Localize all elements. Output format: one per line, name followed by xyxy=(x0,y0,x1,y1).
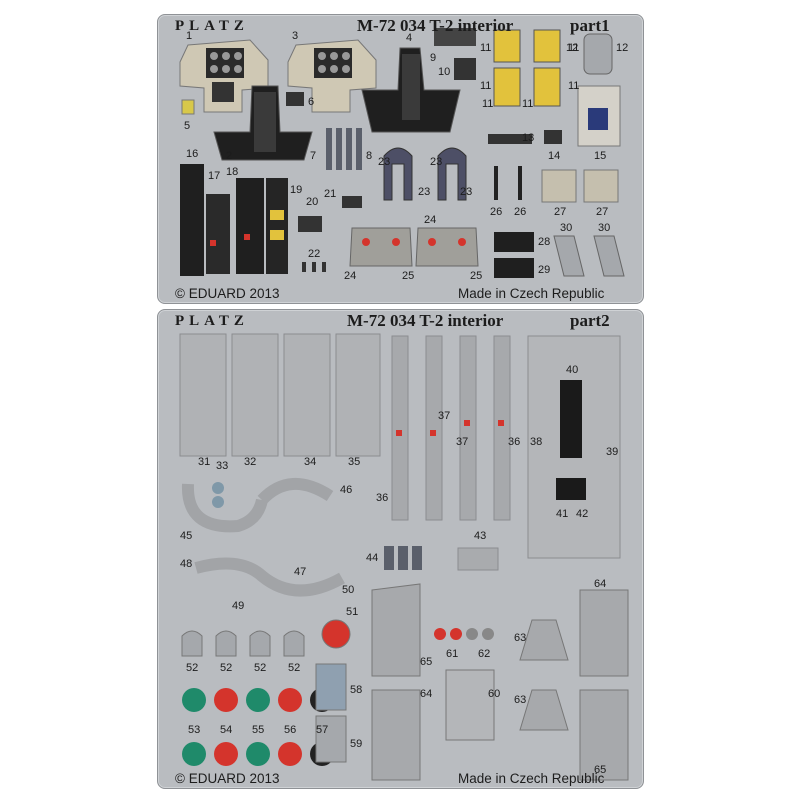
part-number: 23 xyxy=(418,186,431,198)
part-number: 25 xyxy=(470,270,483,282)
part-number: 45 xyxy=(180,530,193,542)
part-number: 58 xyxy=(350,684,363,696)
copyright-part2: © EDUARD 2013 xyxy=(175,771,280,786)
part-number: 55 xyxy=(252,724,265,736)
part-number: 17 xyxy=(208,170,221,182)
part-number: 52 xyxy=(254,662,267,674)
part-number: 28 xyxy=(538,236,551,248)
part-number: 30 xyxy=(598,222,611,234)
part-number: 26 xyxy=(490,206,503,218)
part-number: 11 xyxy=(522,98,534,110)
part-number: 62 xyxy=(478,648,491,660)
part-number: 39 xyxy=(606,446,619,458)
brand-part2: PLATZ xyxy=(175,313,249,329)
part-number: 23 xyxy=(460,186,473,198)
part-number: 60 xyxy=(488,688,501,700)
part-number: 64 xyxy=(420,688,433,700)
part-number: 12 xyxy=(616,42,629,54)
part-number: 9 xyxy=(430,52,437,64)
part-number: 43 xyxy=(474,530,487,542)
part-number: 15 xyxy=(594,150,607,162)
part-number: 20 xyxy=(306,196,319,208)
title-part2: M-72 034 T-2 interior xyxy=(347,311,504,330)
part-number: 24 xyxy=(344,270,357,282)
part-number: 61 xyxy=(446,648,459,660)
part-number: 14 xyxy=(548,150,561,162)
part-number: 6 xyxy=(308,96,315,108)
part-number: 51 xyxy=(346,606,359,618)
part-number: 42 xyxy=(576,508,589,520)
part-number: 27 xyxy=(596,206,609,218)
part-number: 36 xyxy=(376,492,389,504)
part-number: 2 xyxy=(226,150,233,162)
part-number: 25 xyxy=(402,270,415,282)
part-number: 11 xyxy=(482,98,494,110)
part-number: 23 xyxy=(378,156,391,168)
part-number: 38 xyxy=(530,436,543,448)
part-number: 59 xyxy=(350,738,363,750)
part-number: 56 xyxy=(284,724,297,736)
part-number: 47 xyxy=(294,566,307,578)
part-number: 18 xyxy=(226,166,239,178)
part-number: 8 xyxy=(366,150,373,162)
part-number: 31 xyxy=(198,456,211,468)
part-number: 13 xyxy=(522,132,535,144)
part-number: 52 xyxy=(186,662,199,674)
part-number: 64 xyxy=(594,578,607,590)
part-number: 41 xyxy=(556,508,569,520)
part-number: 27 xyxy=(554,206,567,218)
part-number: 33 xyxy=(216,460,229,472)
part-number: 4 xyxy=(406,32,413,44)
part-number: 11 xyxy=(568,42,580,54)
part-number: 40 xyxy=(566,364,579,376)
part-number: 52 xyxy=(220,662,233,674)
part-number: 16 xyxy=(186,148,199,160)
part-number: 49 xyxy=(232,600,245,612)
part-number: 12 xyxy=(566,42,579,54)
part-number: 50 xyxy=(342,584,355,596)
part-number: 23 xyxy=(430,156,443,168)
part-number: 35 xyxy=(348,456,361,468)
part-number: 1 xyxy=(186,30,193,42)
part-number: 63 xyxy=(514,632,527,644)
part-number: 37 xyxy=(456,436,469,448)
part-number: 54 xyxy=(220,724,233,736)
part-number: 57 xyxy=(316,724,329,736)
brand-part1: PLATZ xyxy=(175,18,249,34)
part-number: 65 xyxy=(594,764,607,776)
part-number: 34 xyxy=(304,456,317,468)
part-number: 21 xyxy=(324,188,337,200)
part-label-part1: part1 xyxy=(570,16,610,35)
part-number: 44 xyxy=(366,552,379,564)
part-number: 5 xyxy=(184,120,191,132)
origin-part2: Made in Czech Republic xyxy=(458,771,605,786)
part-number: 32 xyxy=(244,456,257,468)
part-number: 52 xyxy=(288,662,301,674)
part-number: 24 xyxy=(424,214,437,226)
part-number: 3 xyxy=(292,30,299,42)
part-number: 53 xyxy=(188,724,201,736)
part-number: 30 xyxy=(560,222,573,234)
part-number: 10 xyxy=(438,66,451,78)
part-number: 63 xyxy=(514,694,527,706)
part-number: 22 xyxy=(308,248,321,260)
fret-part2 xyxy=(157,309,644,789)
part-number: 29 xyxy=(538,264,551,276)
part-number: 11 xyxy=(568,80,580,92)
part-number: 19 xyxy=(290,184,303,196)
part-number: 11 xyxy=(480,80,492,92)
part-number: 26 xyxy=(514,206,527,218)
copyright-part1: © EDUARD 2013 xyxy=(175,286,280,301)
part-number: 37 xyxy=(438,410,451,422)
title-part1: M-72 034 T-2 interior xyxy=(357,16,514,35)
part-number: 36 xyxy=(508,436,521,448)
part-number: 65 xyxy=(420,656,433,668)
part-number: 48 xyxy=(180,558,193,570)
part-number: 11 xyxy=(480,42,492,54)
origin-part1: Made in Czech Republic xyxy=(458,286,605,301)
part-label-part2: part2 xyxy=(570,311,610,330)
part-number: 46 xyxy=(340,484,353,496)
part-number: 7 xyxy=(310,150,317,162)
